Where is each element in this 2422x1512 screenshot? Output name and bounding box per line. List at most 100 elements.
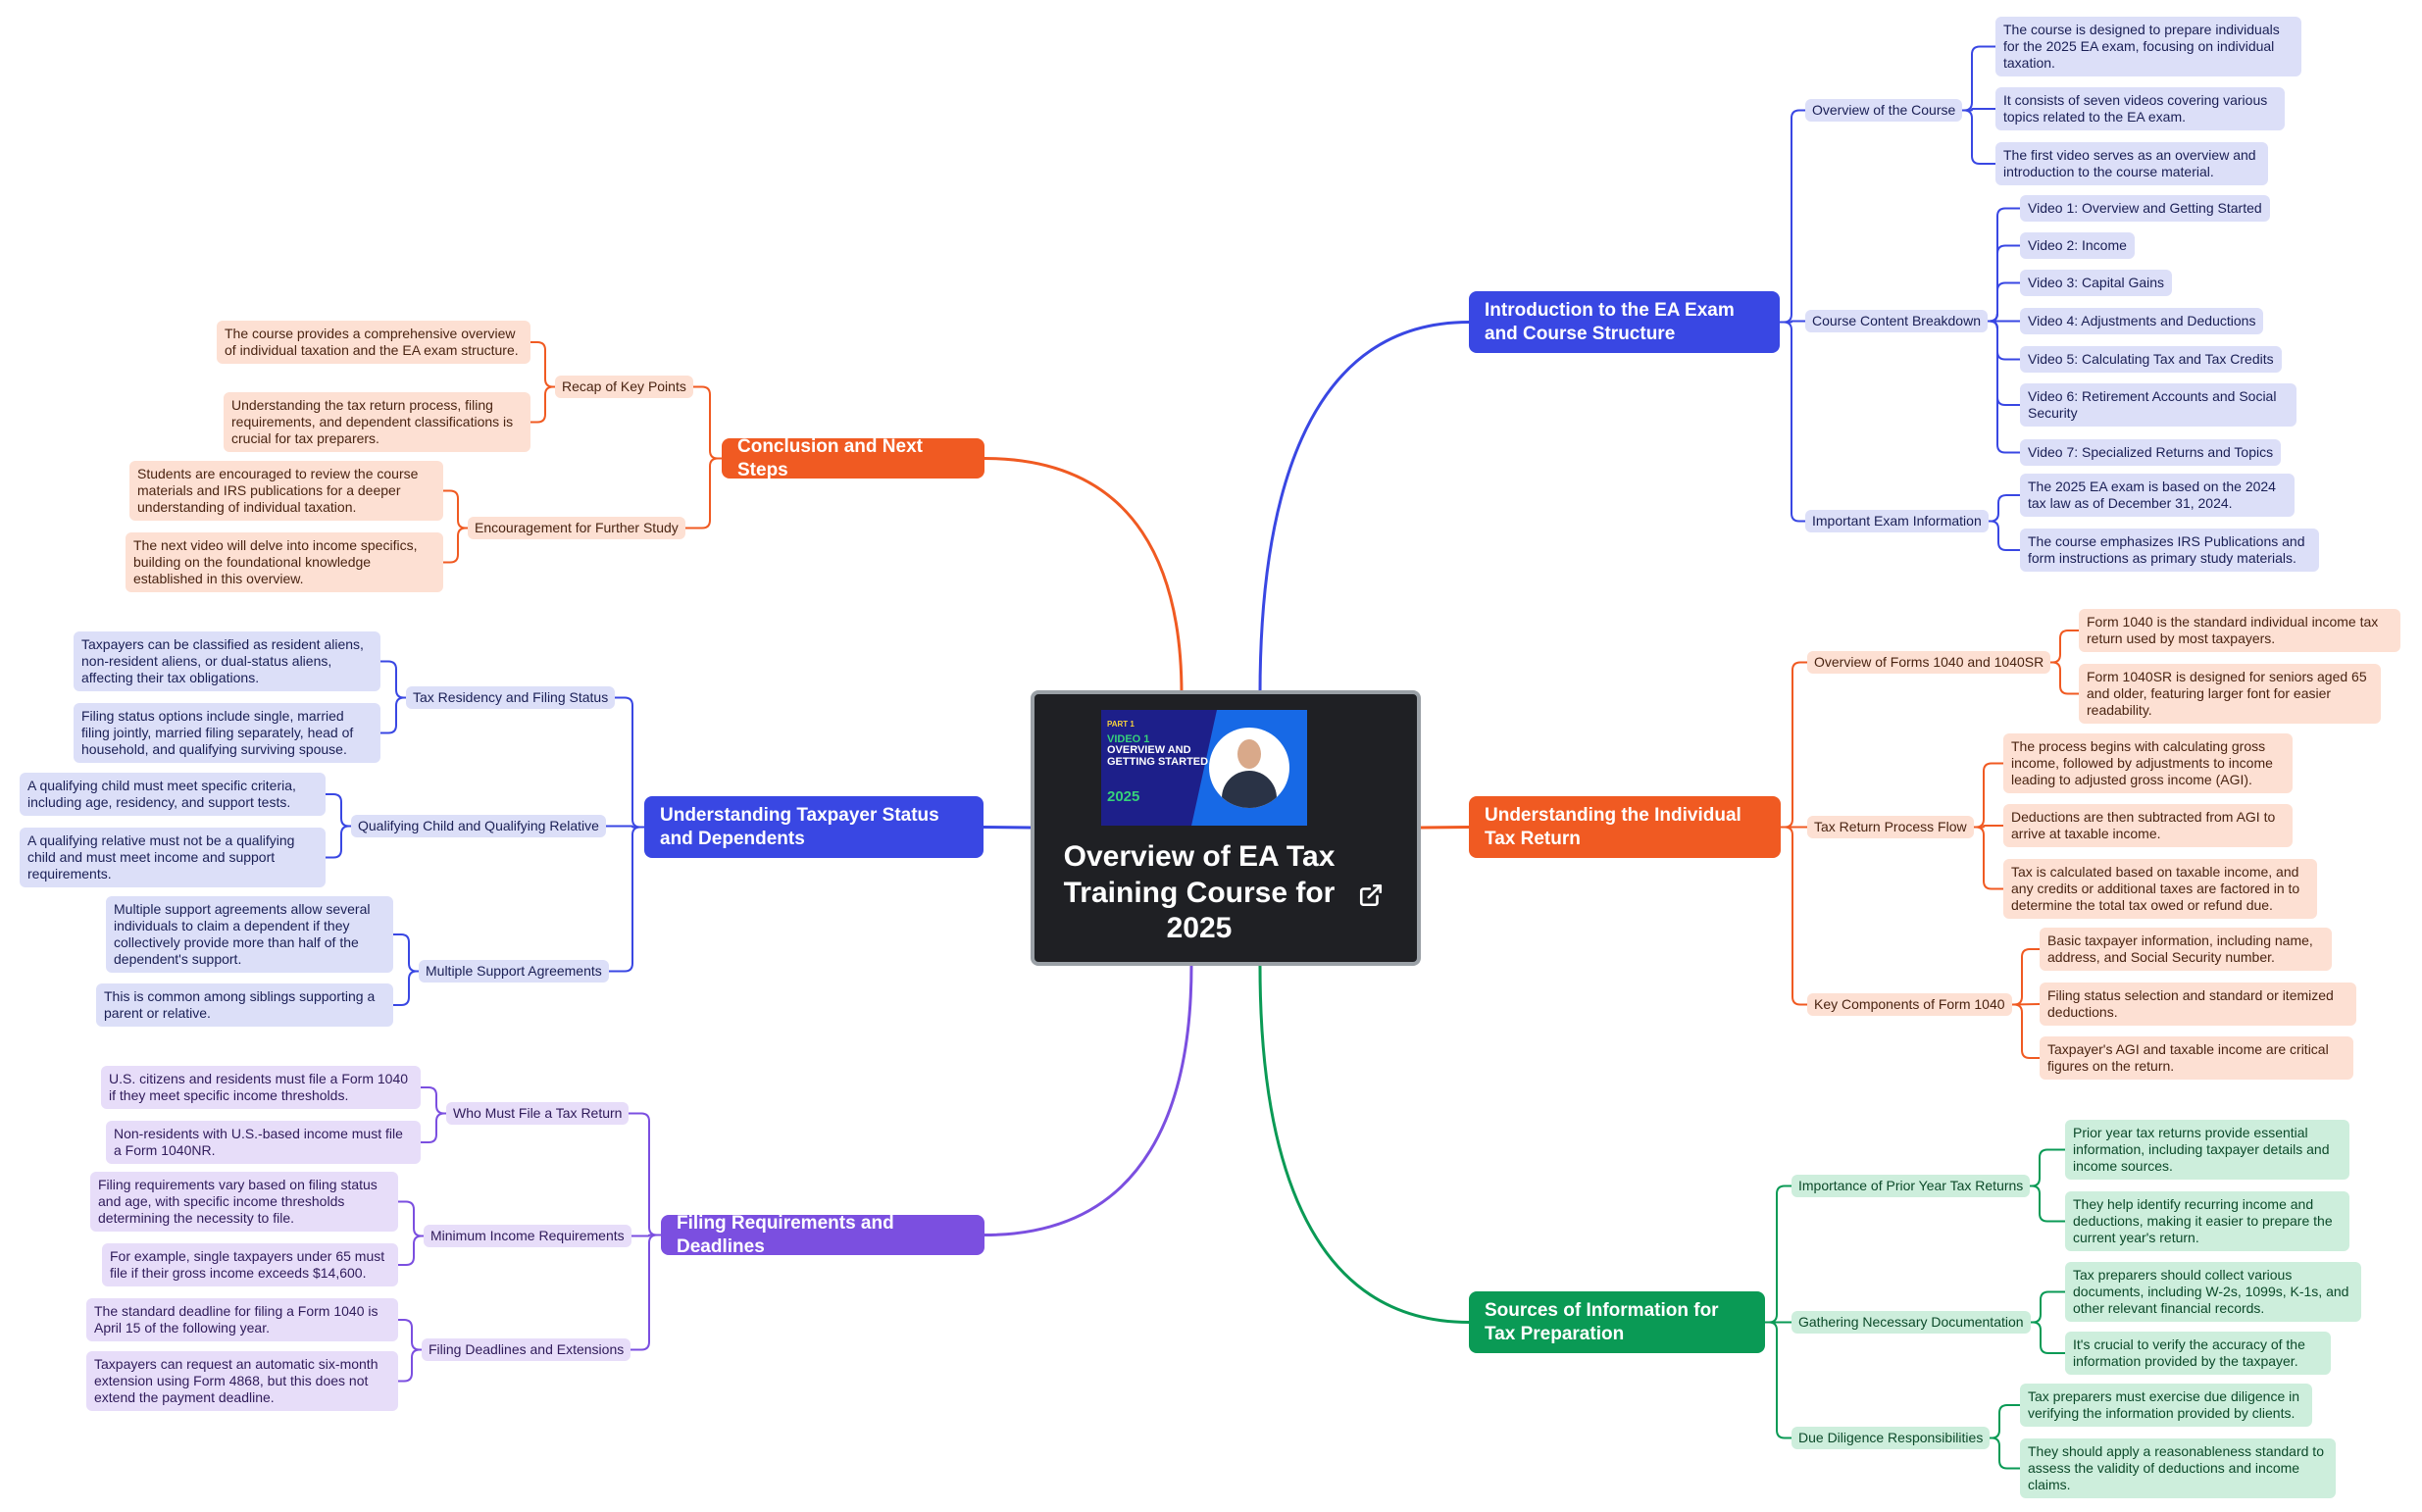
connector-line	[609, 826, 644, 973]
subtopic-prior-year-returns[interactable]: Importance of Prior Year Tax Returns	[1791, 1175, 2031, 1198]
leaf-note[interactable]: Form 1040 is the standard individual inc…	[2079, 609, 2400, 653]
leaf-note[interactable]: The standard deadline for filing a Form …	[86, 1298, 398, 1342]
connector-line	[2030, 1148, 2065, 1187]
topic-filing-requirements[interactable]: Filing Requirements and Deadlines	[661, 1213, 984, 1257]
topic-title: Understanding the Individual Tax Return	[1485, 805, 1741, 849]
leaf-note[interactable]: Taxpayers can be classified as resident …	[74, 631, 380, 692]
leaf-note[interactable]: U.S. citizens and residents must file a …	[101, 1066, 421, 1110]
connector-line	[1989, 520, 2020, 551]
connector-line	[2012, 948, 2040, 1006]
leaf-note[interactable]: The course is designed to prepare indivi…	[1995, 17, 2301, 77]
topic-title: Understanding Taxpayer Status and Depend…	[660, 805, 939, 849]
leaf-note[interactable]: The course emphasizes IRS Publications a…	[2020, 529, 2319, 573]
leaf-note[interactable]: Tax is calculated based on taxable incom…	[2003, 859, 2317, 920]
connector-line	[1780, 321, 1805, 523]
connector-line	[2031, 1290, 2065, 1324]
connector-line	[2050, 630, 2079, 664]
subtopic-important-exam-info[interactable]: Important Exam Information	[1805, 510, 1989, 533]
subtopic-label: Minimum Income Requirements	[430, 1228, 625, 1243]
leaf-note[interactable]: Video 5: Calculating Tax and Tax Credits	[2020, 346, 2282, 374]
connector-line	[398, 1200, 424, 1237]
leaf-note[interactable]: The 2025 EA exam is based on the 2024 ta…	[2020, 474, 2295, 518]
leaf-note[interactable]: They help identify recurring income and …	[2065, 1191, 2349, 1252]
leaf-note[interactable]: Video 7: Specialized Returns and Topics	[2020, 439, 2282, 467]
subtopic-who-must-file[interactable]: Who Must File a Tax Return	[446, 1102, 630, 1126]
subtopic-label: Who Must File a Tax Return	[453, 1105, 623, 1121]
leaf-note[interactable]: A qualifying child must meet specific cr…	[20, 773, 326, 817]
subtopic-further-study[interactable]: Encouragement for Further Study	[468, 517, 685, 540]
subtopic-multiple-support[interactable]: Multiple Support Agreements	[419, 960, 609, 983]
subtopic-qualifying-child-relative[interactable]: Qualifying Child and Qualifying Relative	[351, 815, 606, 838]
subtopic-key-components-1040[interactable]: Key Components of Form 1040	[1807, 993, 2012, 1017]
connector-line	[1988, 281, 2020, 323]
leaf-note[interactable]: The process begins with calculating gros…	[2003, 733, 2293, 794]
subtopic-label: Key Components of Form 1040	[1814, 996, 2005, 1012]
leaf-note[interactable]: Understanding the tax return process, fi…	[224, 392, 530, 453]
subtopic-label: Important Exam Information	[1812, 513, 1982, 529]
leaf-note[interactable]: Video 4: Adjustments and Deductions	[2020, 308, 2264, 335]
connector-line	[1780, 109, 1805, 324]
connector-line	[421, 1086, 446, 1115]
connector-line	[1258, 321, 1470, 695]
leaf-note[interactable]: They should apply a reasonableness stand…	[2020, 1438, 2336, 1499]
topic-title: Sources of Information for Tax Preparati…	[1485, 1300, 1719, 1344]
leaf-note[interactable]: It's crucial to verify the accuracy of t…	[2065, 1332, 2331, 1376]
leaf-note[interactable]: Filing requirements vary based on filing…	[90, 1172, 398, 1233]
connector-line	[629, 1112, 661, 1236]
leaf-note[interactable]: The first video serves as an overview an…	[1995, 142, 2268, 186]
subtopic-tax-residency[interactable]: Tax Residency and Filing Status	[406, 686, 616, 710]
subtopic-label: Tax Return Process Flow	[1814, 819, 1967, 834]
subtopic-deadlines-extensions[interactable]: Filing Deadlines and Extensions	[422, 1338, 631, 1362]
subtopic-label: Encouragement for Further Study	[475, 520, 679, 535]
topic-individual-tax-return[interactable]: Understanding the Individual Tax Return	[1469, 796, 1781, 858]
subtopic-gathering-documentation[interactable]: Gathering Necessary Documentation	[1791, 1311, 2031, 1335]
subtopic-tax-return-process-flow[interactable]: Tax Return Process Flow	[1807, 816, 1974, 839]
connector-line	[1990, 1436, 2020, 1470]
leaf-note[interactable]: For example, single taxpayers under 65 m…	[102, 1243, 398, 1287]
leaf-note[interactable]: Prior year tax returns provide essential…	[2065, 1120, 2349, 1181]
leaf-note[interactable]: Video 2: Income	[2020, 232, 2135, 260]
central-topic-card[interactable]: PART 1 VIDEO 1 OVERVIEW AND GETTING STAR…	[1031, 690, 1421, 966]
leaf-note[interactable]: Taxpayers can request an automatic six-m…	[86, 1351, 398, 1412]
leaf-note[interactable]: This is common among siblings supporting…	[96, 983, 393, 1028]
leaf-note[interactable]: Form 1040SR is designed for seniors aged…	[2079, 664, 2381, 725]
subtopic-label: Tax Residency and Filing Status	[413, 689, 609, 705]
topic-conclusion-next-steps[interactable]: Conclusion and Next Steps	[722, 436, 984, 480]
leaf-note[interactable]: Taxpayer's AGI and taxable income are cr…	[2040, 1036, 2353, 1081]
topic-sources-of-information[interactable]: Sources of Information for Tax Preparati…	[1469, 1291, 1765, 1353]
leaf-note[interactable]: Deductions are then subtracted from AGI …	[2003, 804, 2293, 848]
leaf-note[interactable]: Multiple support agreements allow severa…	[106, 896, 393, 974]
leaf-note[interactable]: Filing status selection and standard or …	[2040, 983, 2356, 1027]
subtopic-minimum-income[interactable]: Minimum Income Requirements	[424, 1225, 631, 1248]
subtopic-overview-of-course[interactable]: Overview of the Course	[1805, 99, 1963, 123]
connector-line	[606, 825, 644, 829]
leaf-note[interactable]: Video 6: Retirement Accounts and Social …	[2020, 383, 2296, 428]
subtopic-course-content-breakdown[interactable]: Course Content Breakdown	[1805, 310, 1988, 333]
external-link-icon[interactable]	[1358, 882, 1384, 908]
connector-line	[615, 696, 644, 829]
leaf-note[interactable]: Video 1: Overview and Getting Started	[2020, 195, 2270, 223]
leaf-note[interactable]: Tax preparers should collect various doc…	[2065, 1262, 2361, 1323]
subtopic-label: Qualifying Child and Qualifying Relative	[358, 818, 599, 833]
subtopic-label: Filing Deadlines and Extensions	[429, 1341, 625, 1357]
leaf-note[interactable]: It consists of seven videos covering var…	[1995, 87, 2285, 131]
leaf-note[interactable]: Students are encouraged to review the co…	[129, 461, 443, 522]
connector-line	[393, 970, 419, 1006]
leaf-note[interactable]: Video 3: Capital Gains	[2020, 270, 2173, 297]
connector-line	[326, 793, 351, 828]
subtopic-label: Due Diligence Responsibilities	[1798, 1430, 1984, 1445]
leaf-note[interactable]: Tax preparers must exercise due diligenc…	[2020, 1384, 2312, 1428]
leaf-note[interactable]: A qualifying relative must not be a qual…	[20, 828, 326, 888]
subtopic-due-diligence[interactable]: Due Diligence Responsibilities	[1791, 1427, 1991, 1450]
leaf-note[interactable]: Filing status options include single, ma…	[74, 703, 380, 764]
leaf-note[interactable]: Non-residents with U.S.-based income mus…	[106, 1121, 421, 1165]
leaf-note[interactable]: The next video will delve into income sp…	[126, 532, 443, 593]
thumbnail-part-label: PART 1	[1107, 720, 1135, 729]
subtopic-forms-1040[interactable]: Overview of Forms 1040 and 1040SR	[1807, 651, 2051, 675]
topic-taxpayer-status[interactable]: Understanding Taxpayer Status and Depend…	[644, 796, 984, 858]
leaf-note[interactable]: Basic taxpayer information, including na…	[2040, 928, 2332, 972]
leaf-note[interactable]: The course provides a comprehensive over…	[217, 321, 530, 365]
topic-intro-ea-exam[interactable]: Introduction to the EA Exam and Course S…	[1469, 291, 1780, 353]
subtopic-recap-key-points[interactable]: Recap of Key Points	[555, 376, 693, 399]
